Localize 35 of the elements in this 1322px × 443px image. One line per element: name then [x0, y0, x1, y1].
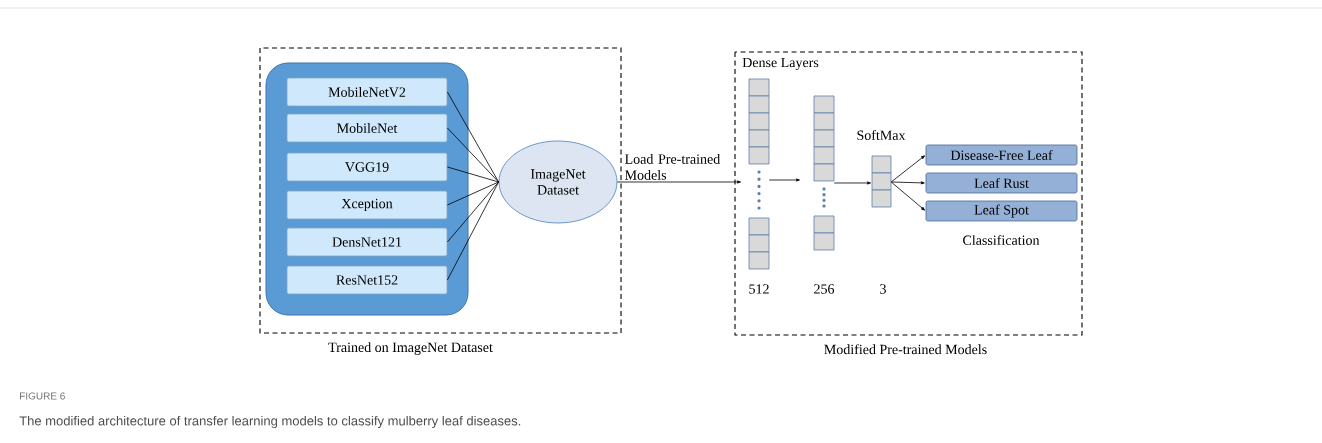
- layer-label: 3: [880, 284, 886, 294]
- caption: The modified architecture of transfer learning models to classify mulberry leaf diseases.: [19, 415, 521, 429]
- connector: [447, 127, 499, 183]
- connector: [447, 91, 499, 183]
- model-box: ResNet152: [286, 265, 448, 295]
- node-label: Modified Pre-trained Models: [824, 344, 987, 355]
- edge-label: Load Pre-trained Models: [625, 153, 721, 180]
- connector: [447, 181, 499, 281]
- connector: [890, 181, 926, 211]
- figure-number: FIGURE 6: [20, 392, 65, 400]
- connector: [447, 181, 499, 243]
- layer-column: [748, 78, 770, 270]
- model-box: MobileNet: [286, 113, 448, 143]
- layer-column: [813, 95, 835, 251]
- layer-label: 512: [749, 284, 769, 294]
- class-box: Leaf Rust: [925, 172, 1078, 194]
- model-box: VGG19: [286, 152, 448, 182]
- section-label: Classification: [963, 235, 1040, 245]
- model-box: Xception: [286, 190, 448, 220]
- layer-label: SoftMax: [857, 130, 906, 140]
- node-label: Trained on ImageNet Dataset: [328, 342, 493, 355]
- connector: [447, 166, 499, 183]
- connector: [768, 178, 800, 182]
- model-box: MobileNetV2: [286, 77, 448, 107]
- connector: [617, 180, 741, 184]
- connector: [447, 181, 499, 206]
- connector: [890, 155, 925, 183]
- layer-label: 256: [814, 284, 835, 294]
- connector: [890, 181, 925, 185]
- layer-column: [871, 155, 892, 208]
- layer-heading: Dense Layers: [742, 57, 819, 71]
- connector: [833, 181, 871, 185]
- class-box: Disease-Free Leaf: [925, 144, 1078, 166]
- model-box: DensNet121: [286, 227, 448, 257]
- class-box: Leaf Spot: [925, 200, 1078, 222]
